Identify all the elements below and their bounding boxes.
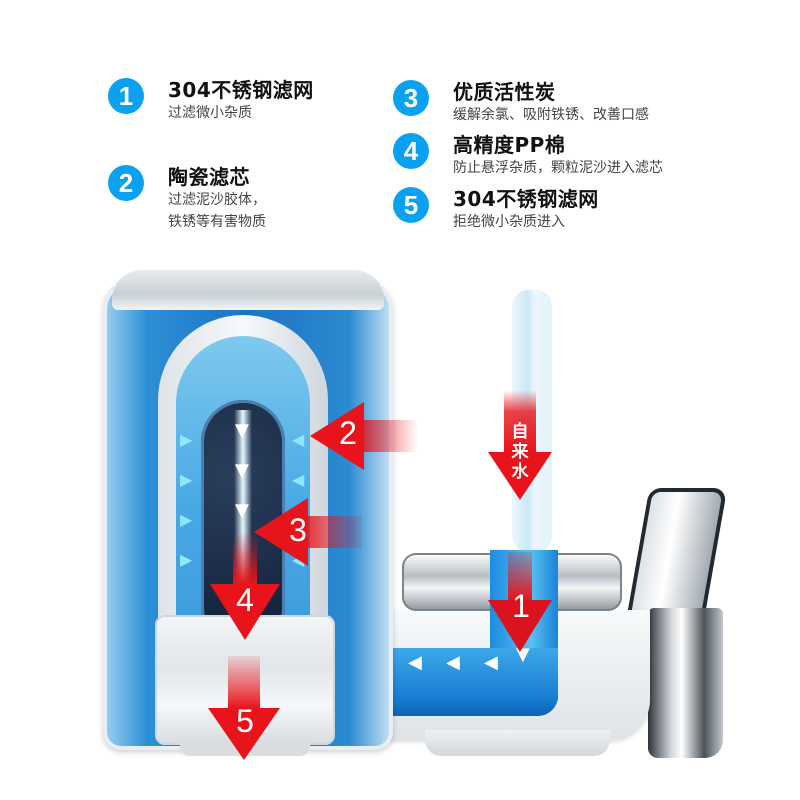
core-down-arrow-icon: ▼ [235, 420, 249, 441]
stage-4-arrow-icon [210, 532, 280, 640]
tap-water-label: 自 来 水 [511, 422, 529, 482]
stage-1-arrow-icon [488, 552, 552, 652]
feature-desc: 缓解余氯、吸附铁锈、改善口感 [453, 107, 649, 123]
tap-water-arrow-icon [488, 390, 552, 500]
feature-title: 304不锈钢滤网 [453, 187, 599, 211]
feature-title: 陶瓷滤芯 [168, 165, 250, 189]
feature-1: 1 304不锈钢滤网 过滤微小杂质 [108, 78, 314, 123]
flow-arrow-icon: ◀ [484, 652, 498, 673]
flow-arrow-icon: ◀ [408, 652, 422, 673]
flow-arrow-icon: ◀ [446, 652, 460, 673]
inflow-arrow-icon: ▶ [180, 550, 193, 569]
stage-2-label: 2 [339, 415, 357, 451]
core-down-arrow-icon: ▼ [235, 460, 249, 481]
inflow-arrow-icon: ▶ [180, 470, 193, 489]
horizontal-water-channel [365, 648, 558, 716]
stage-2-arrow-icon [310, 402, 418, 470]
faucet-body [648, 608, 723, 758]
stage-4-label: 4 [236, 582, 254, 618]
feature-title: 高精度PP棉 [453, 133, 566, 157]
stage-3-arrow-icon [254, 498, 362, 566]
inflow-arrow-icon: ▶ [180, 510, 193, 529]
inflow-arrow-icon: ◀ [292, 430, 305, 449]
number-badge: 3 [393, 80, 429, 116]
feature-desc: 防止悬浮杂质，颗粒泥沙进入滤芯 [453, 160, 663, 176]
feature-desc: 拒绝微小杂质进入 [453, 214, 565, 230]
stage-5-arrow-icon [208, 656, 280, 760]
feature-title: 304不锈钢滤网 [168, 78, 314, 102]
stage-3-label: 3 [289, 512, 307, 548]
feature-desc-line: 过滤泥沙胶体， [168, 192, 266, 208]
feature-2: 2 陶瓷滤芯 过滤泥沙胶体， 铁锈等有害物质 [108, 165, 266, 232]
feature-4: 4 高精度PP棉 防止悬浮杂质，颗粒泥沙进入滤芯 [393, 133, 663, 178]
housing-top-cap [112, 270, 384, 310]
inflow-arrow-icon: ▶ [180, 430, 193, 449]
core-down-arrow-icon: ▼ [235, 500, 249, 521]
number-badge: 4 [393, 133, 429, 169]
inflow-arrow-icon: ◀ [292, 470, 305, 489]
feature-desc-line: 铁锈等有害物质 [168, 214, 266, 230]
stage-1-label: 1 [512, 588, 530, 624]
faucet-handle [624, 488, 728, 628]
feature-5: 5 304不锈钢滤网 拒绝微小杂质进入 [393, 187, 599, 232]
filter-cutaway-illustration: ◀ ◀ ◀ ◀ ▼ ▶ ▶ ▶ ▶ ◀ ◀ ◀ ◀ ▼ ▼ ▼ 自 来 水 [0, 270, 800, 800]
feature-3: 3 优质活性炭 缓解余氯、吸附铁锈、改善口感 [393, 80, 649, 125]
connector-bottom-cap [425, 730, 610, 756]
number-badge: 2 [108, 165, 144, 201]
number-badge: 1 [108, 78, 144, 114]
feature-title: 优质活性炭 [453, 80, 556, 104]
number-badge: 5 [393, 187, 429, 223]
feature-desc: 过滤微小杂质 [168, 105, 252, 121]
stage-5-label: 5 [236, 703, 254, 739]
